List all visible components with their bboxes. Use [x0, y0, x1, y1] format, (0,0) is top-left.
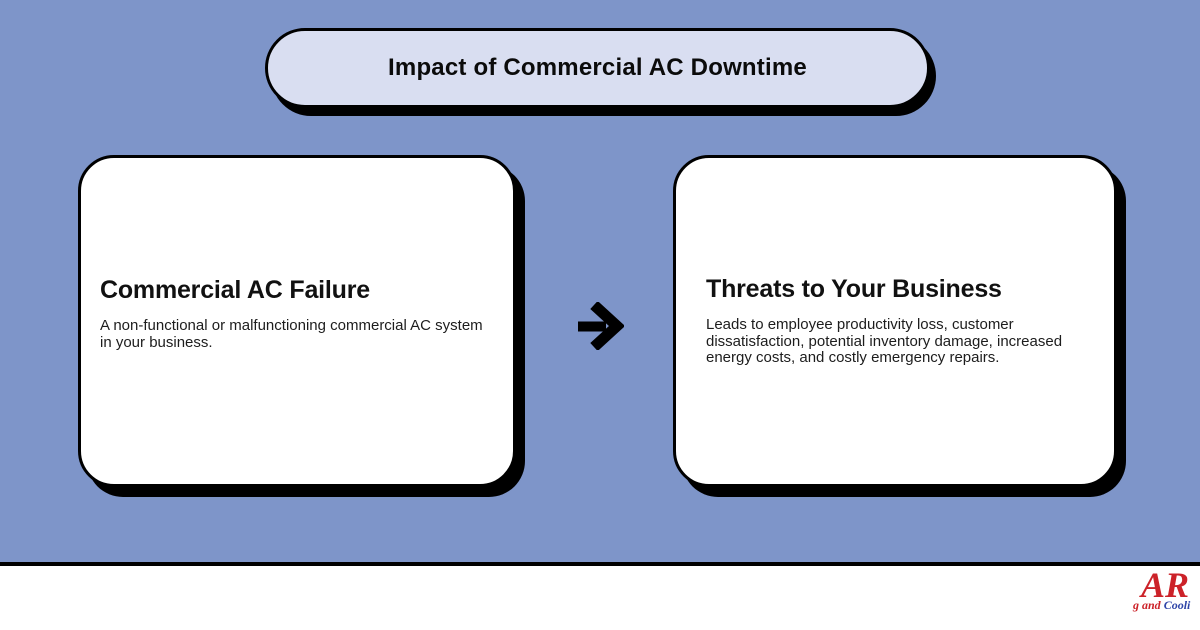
title-banner: Impact of Commercial AC Downtime	[265, 28, 930, 108]
page-title: Impact of Commercial AC Downtime	[388, 54, 807, 81]
card-threats-to-business: Threats to Your Business Leads to employ…	[673, 155, 1117, 487]
card-heading: Threats to Your Business	[706, 274, 1002, 303]
tagline-blue-part: Cooli	[1163, 598, 1191, 612]
card-heading: Commercial AC Failure	[100, 276, 370, 305]
card-commercial-ac-failure: Commercial AC Failure A non-functional o…	[78, 155, 516, 487]
right-arrow-icon	[578, 302, 624, 350]
company-logo-tagline: g and Cooli	[1133, 598, 1190, 613]
company-logo-wordmark: AR	[1141, 565, 1190, 605]
footer-strip	[0, 562, 1200, 630]
card-body: A non-functional or malfunctioning comme…	[100, 317, 483, 351]
card-body: Leads to employee productivity loss, cus…	[706, 315, 1063, 367]
tagline-red-part: g and	[1133, 598, 1164, 612]
